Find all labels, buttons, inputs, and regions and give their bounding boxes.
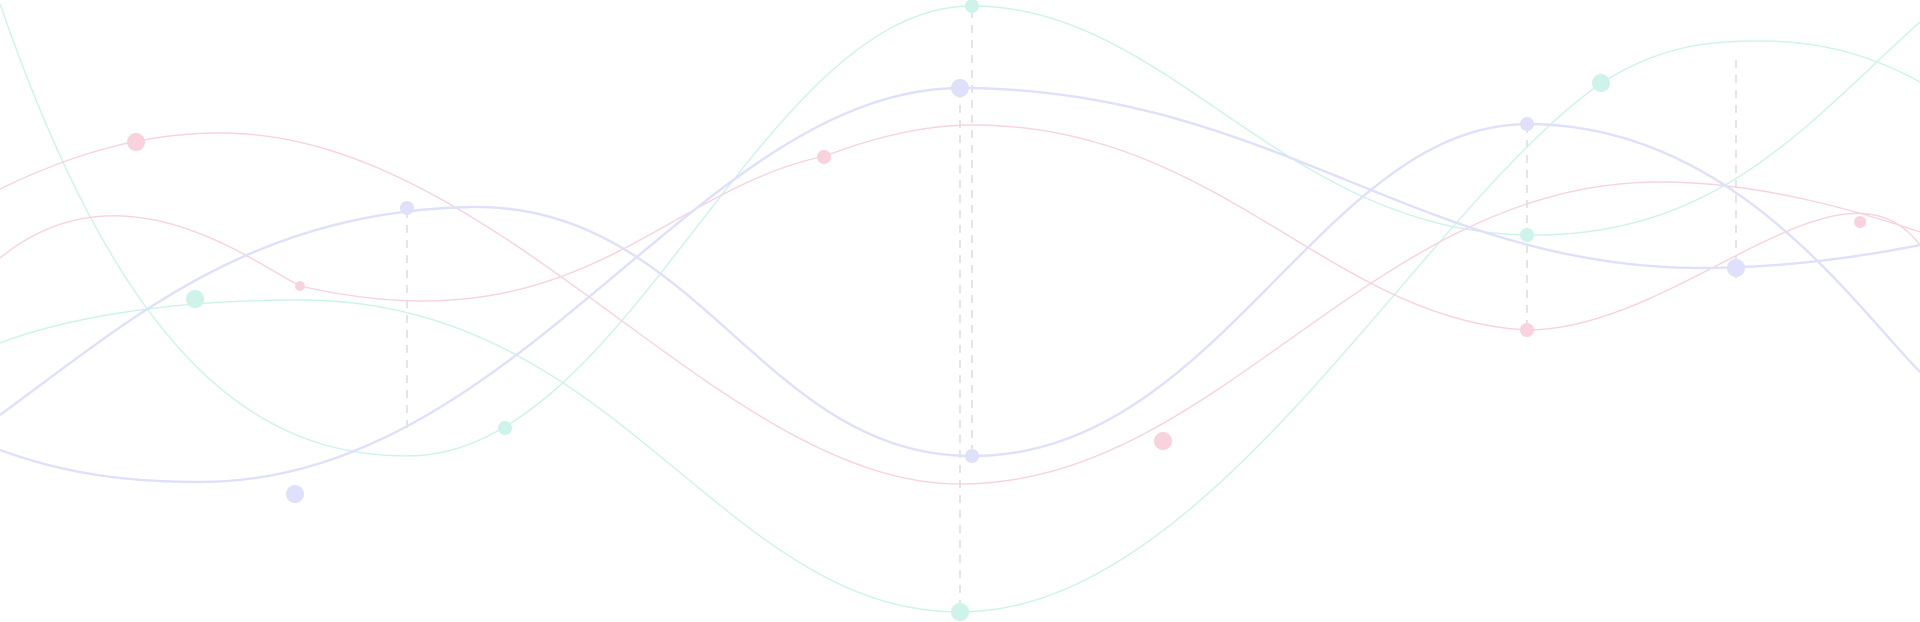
mint-dot <box>951 603 969 621</box>
curve-dots <box>127 0 1866 621</box>
lavender-dot <box>1520 117 1534 131</box>
pink-wave-upper <box>0 132 1920 485</box>
lavender-wave-lower <box>0 86 1920 484</box>
pink-dot <box>1154 432 1172 450</box>
lavender-dot <box>286 485 304 503</box>
mint-dot <box>186 290 204 308</box>
lavender-dot <box>1727 259 1745 277</box>
pink-wave-lower <box>0 124 1920 331</box>
lavender-dot <box>400 201 414 215</box>
vertical-guides <box>406 10 1737 612</box>
mint-dot <box>1592 74 1610 92</box>
pink-dot <box>295 281 305 291</box>
pink-dot <box>1854 216 1866 228</box>
pink-dot <box>127 133 145 151</box>
mint-wave-upper <box>0 3 1920 457</box>
mint-dot <box>498 421 512 435</box>
pink-dot <box>1520 323 1534 337</box>
mint-wave-lower <box>0 40 1920 613</box>
lavender-dot <box>965 449 979 463</box>
mint-dot <box>1520 228 1534 242</box>
pink-dot <box>817 150 831 164</box>
lavender-dot <box>951 79 969 97</box>
mint-curves <box>0 3 1920 613</box>
pink-curves <box>0 124 1920 485</box>
mint-dot <box>965 0 979 13</box>
